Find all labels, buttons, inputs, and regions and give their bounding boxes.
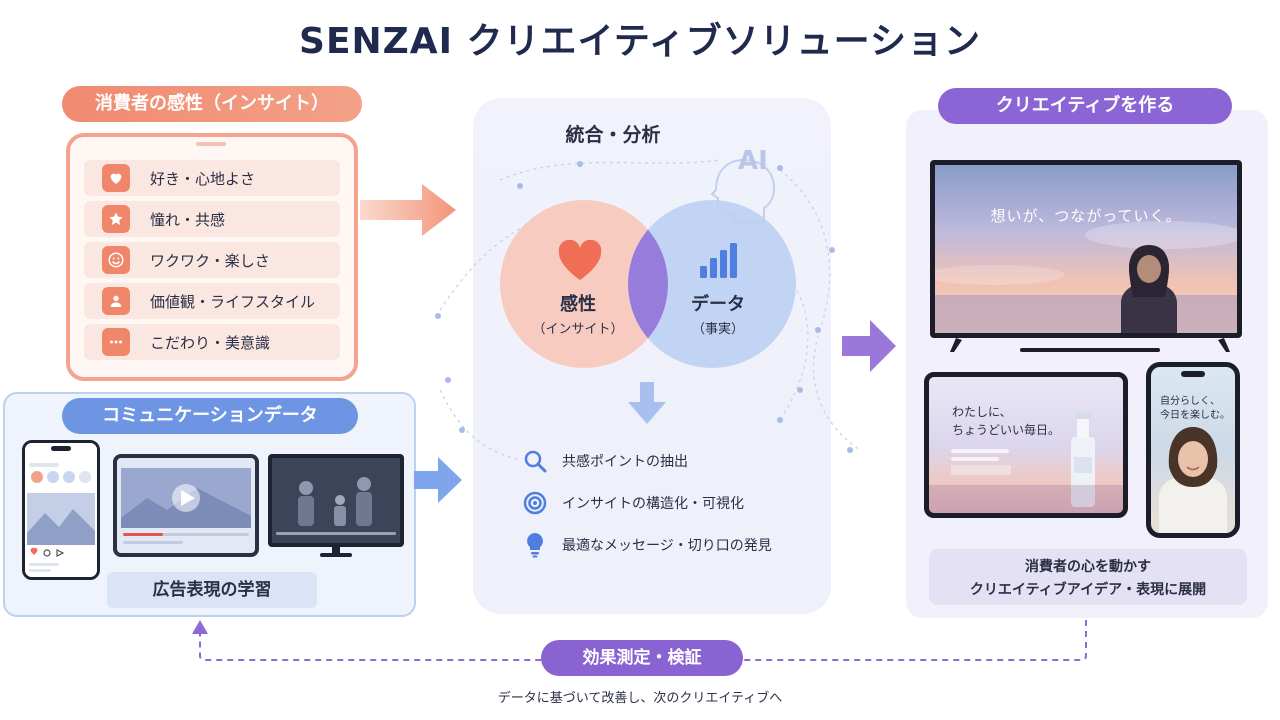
- social-feed-phone: [22, 440, 100, 580]
- tablet-creative: [924, 372, 1128, 518]
- phone-copy-line2: 今日を楽しむ。: [1160, 410, 1230, 421]
- insight-item-label: 好き・心地よさ: [150, 169, 256, 188]
- analysis-item-label: 最適なメッセージ・切り口の発見: [562, 538, 772, 554]
- venn-overlap: [628, 200, 668, 368]
- target-icon: [522, 490, 548, 516]
- more-icon: [102, 328, 130, 356]
- feedback-note: データに基づいて改善し、次のクリエイティブへ: [497, 691, 783, 706]
- insight-item-label: 憧れ・共感: [150, 210, 226, 229]
- tv-creative: [930, 160, 1242, 338]
- venn-insight-title: 感性: [560, 294, 596, 315]
- venn-insight-sub: （インサイト）: [532, 322, 624, 337]
- tv-stand: [950, 338, 1230, 352]
- lightbulb-icon: [522, 532, 548, 558]
- analysis-title: 統合・分析: [565, 124, 661, 146]
- ai-label: AI: [738, 146, 768, 176]
- star-icon: [102, 205, 130, 233]
- tv-copy: 想いが、つながっていく。: [990, 207, 1182, 225]
- heart-icon: [102, 164, 130, 192]
- tv-ad-monitor: [268, 454, 404, 547]
- communication-label: コミュニケーションデータ: [62, 398, 358, 434]
- analysis-item: 最適なメッセージ・切り口の発見: [522, 524, 812, 566]
- insight-item-admire: 憧れ・共感: [84, 201, 340, 237]
- insight-item-aesthetic: こだわり・美意識: [84, 324, 340, 360]
- person-icon: [102, 287, 130, 315]
- analysis-item-label: 共感ポイントの抽出: [562, 454, 688, 470]
- creative-expand-box: [929, 549, 1247, 605]
- insight-item-label: ワクワク・楽しさ: [150, 251, 270, 270]
- bar-chart-icon: [700, 243, 737, 278]
- heart-icon: [558, 240, 602, 280]
- creative-expand-line1: 消費者の心を動かす: [1025, 559, 1151, 575]
- insight-item-label: こだわり・美意識: [150, 333, 271, 352]
- analysis-list: 共感ポイントの抽出 インサイトの構造化・可視化 最適なメッセージ・切り口の発見: [522, 440, 812, 566]
- arrow-down-icon: [628, 382, 666, 424]
- smartphone-creative: [1146, 362, 1240, 538]
- feedback-loop-line: [192, 620, 1087, 661]
- analysis-item: 共感ポイントの抽出: [522, 440, 812, 482]
- creative-expand-line2: クリエイティブアイデア・表現に展開: [969, 582, 1207, 598]
- insight-label: 消費者の感性（インサイト）: [62, 86, 362, 122]
- insight-item-values: 価値観・ライフスタイル: [84, 283, 340, 319]
- video-laptop: [113, 454, 259, 557]
- analysis-item: インサイトの構造化・可視化: [522, 482, 812, 524]
- insight-item-like: 好き・心地よさ: [84, 160, 340, 196]
- analysis-item-label: インサイトの構造化・可視化: [562, 496, 744, 512]
- phone-copy-line1: 自分らしく、: [1160, 396, 1220, 407]
- ai-network-decoration: [435, 158, 861, 461]
- arrow-right-icon: [360, 184, 456, 236]
- tablet-copy-line2: ちょうどいい毎日。: [952, 423, 1061, 437]
- tablet-copy-line1: わたしに、: [952, 405, 1012, 419]
- venn-data-sub: （事実）: [691, 322, 744, 337]
- venn-data-title: データ: [691, 294, 745, 315]
- page-title: SENZAI クリエイティブソリューション: [299, 21, 981, 62]
- smile-icon: [102, 246, 130, 274]
- arrow-right-icon: [414, 457, 462, 503]
- phone-notch: [196, 142, 226, 146]
- monitor-stand: [320, 547, 352, 557]
- creative-label: クリエイティブを作る: [938, 88, 1232, 124]
- insight-list: 好き・心地よさ 憧れ・共感 ワクワク・楽しさ 価値観・ライフスタイル こだわり・…: [84, 160, 340, 365]
- insight-item-excite: ワクワク・楽しさ: [84, 242, 340, 278]
- search-icon: [522, 448, 548, 474]
- analysis-panel: [473, 98, 831, 614]
- insight-item-label: 価値観・ライフスタイル: [150, 292, 316, 311]
- ad-learning-label: 広告表現の学習: [107, 572, 317, 608]
- arrow-right-icon: [842, 320, 896, 372]
- feedback-label: 効果測定・検証: [541, 640, 743, 676]
